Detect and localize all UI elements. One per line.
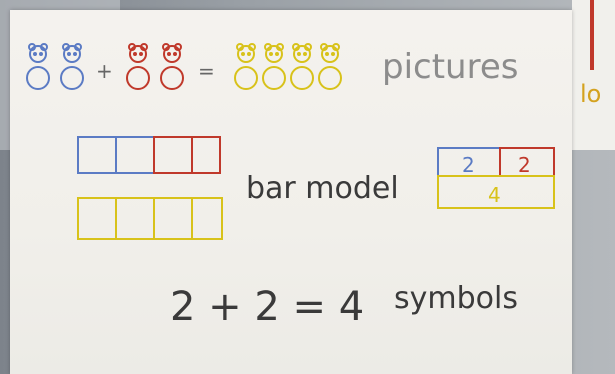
yellow-bear-1 [234, 43, 258, 90]
yellow-bear-4 [318, 43, 342, 90]
bar-whole-value: 4 [488, 183, 501, 207]
plus-sign: + [96, 59, 113, 83]
yellow-bear-3 [290, 43, 314, 90]
poster-drawing: + = [26, 43, 555, 330]
background-red-line [590, 0, 594, 70]
bar-part-left-value: 2 [462, 153, 475, 177]
blue-bear-1 [26, 43, 50, 90]
background-partial-text: lo [580, 80, 602, 108]
bar-model-label: bar model [246, 171, 399, 206]
bar-whole [437, 175, 555, 209]
bar-part-right-value: 2 [518, 153, 531, 177]
bar-strip-top [77, 136, 221, 174]
red-bear-2 [160, 43, 184, 90]
blue-bear-2 [60, 43, 84, 90]
bar-model-diagram [437, 147, 555, 209]
yellow-bear-2 [262, 43, 286, 90]
equals-sign: = [198, 59, 215, 83]
anchor-chart-poster: + = [10, 10, 572, 374]
bar-strip-bottom [77, 197, 223, 240]
pictures-label: pictures [382, 47, 518, 87]
red-bear-1 [126, 43, 150, 90]
equation-text: 2 + 2 = 4 [170, 284, 364, 330]
background-sheet-right: lo [572, 0, 615, 150]
symbols-label: symbols [394, 281, 518, 316]
